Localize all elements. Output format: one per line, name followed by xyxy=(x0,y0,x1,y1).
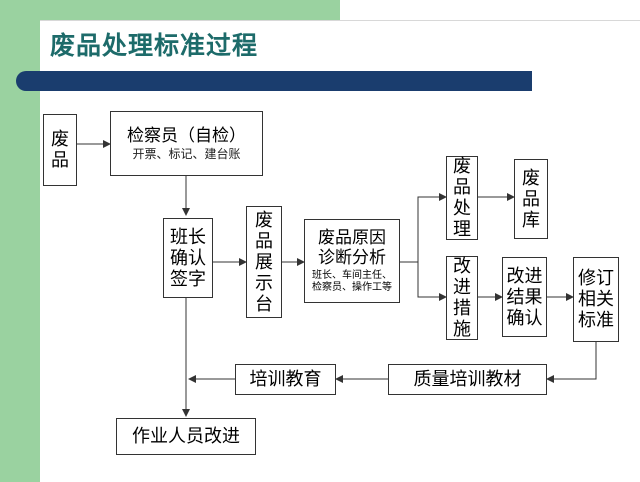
node-operators: 作业人员改进 xyxy=(116,418,256,455)
node-inspector-label: 检察员（自检） xyxy=(127,125,246,146)
frame-line xyxy=(40,20,640,21)
node-inspector: 检察员（自检） 开票、标记、建台账 xyxy=(110,111,263,176)
slide-title: 废品处理标准过程 xyxy=(50,31,259,60)
node-operators-label: 作业人员改进 xyxy=(132,426,240,447)
node-scrap-label: 废品 xyxy=(51,129,69,171)
node-team-leader-label: 班长确认签字 xyxy=(170,226,206,290)
node-scrap: 废品 xyxy=(43,114,77,186)
node-training: 培训教育 xyxy=(235,364,336,395)
arrow-diagnosis-disposal xyxy=(400,193,447,263)
node-disposal: 废品处理 xyxy=(446,156,478,240)
node-diagnosis-sub: 班长、车间主任、检察员、操作工等 xyxy=(312,270,392,293)
arrow-diagnosis-measures xyxy=(417,262,447,301)
title-underline-bar xyxy=(16,71,532,91)
node-disposal-label: 废品处理 xyxy=(453,156,471,240)
node-display-label: 废品展示台 xyxy=(255,209,273,315)
node-team-leader: 班长确认签字 xyxy=(163,218,213,298)
node-revise: 修订相关标准 xyxy=(573,257,619,342)
node-measures: 改进措施 xyxy=(446,256,478,340)
node-revise-label: 修订相关标准 xyxy=(578,268,614,331)
node-display: 废品展示台 xyxy=(246,206,282,318)
node-diagnosis: 废品原因诊断分析 班长、车间主任、检察员、操作工等 xyxy=(304,219,400,303)
node-materials: 质量培训教材 xyxy=(388,364,547,395)
node-materials-label: 质量培训教材 xyxy=(413,369,522,390)
node-warehouse: 废品库 xyxy=(514,159,548,239)
node-warehouse-label: 废品库 xyxy=(522,167,540,231)
node-confirm: 改进结果确认 xyxy=(502,257,547,337)
top-decor-band xyxy=(0,0,340,20)
node-measures-label: 改进措施 xyxy=(453,256,471,340)
node-confirm-label: 改进结果确认 xyxy=(506,265,543,329)
node-diagnosis-label: 废品原因诊断分析 xyxy=(318,228,386,268)
node-inspector-sub: 开票、标记、建台账 xyxy=(132,146,241,161)
arrow-revise-materials xyxy=(546,342,597,383)
node-training-label: 培训教育 xyxy=(249,369,322,390)
